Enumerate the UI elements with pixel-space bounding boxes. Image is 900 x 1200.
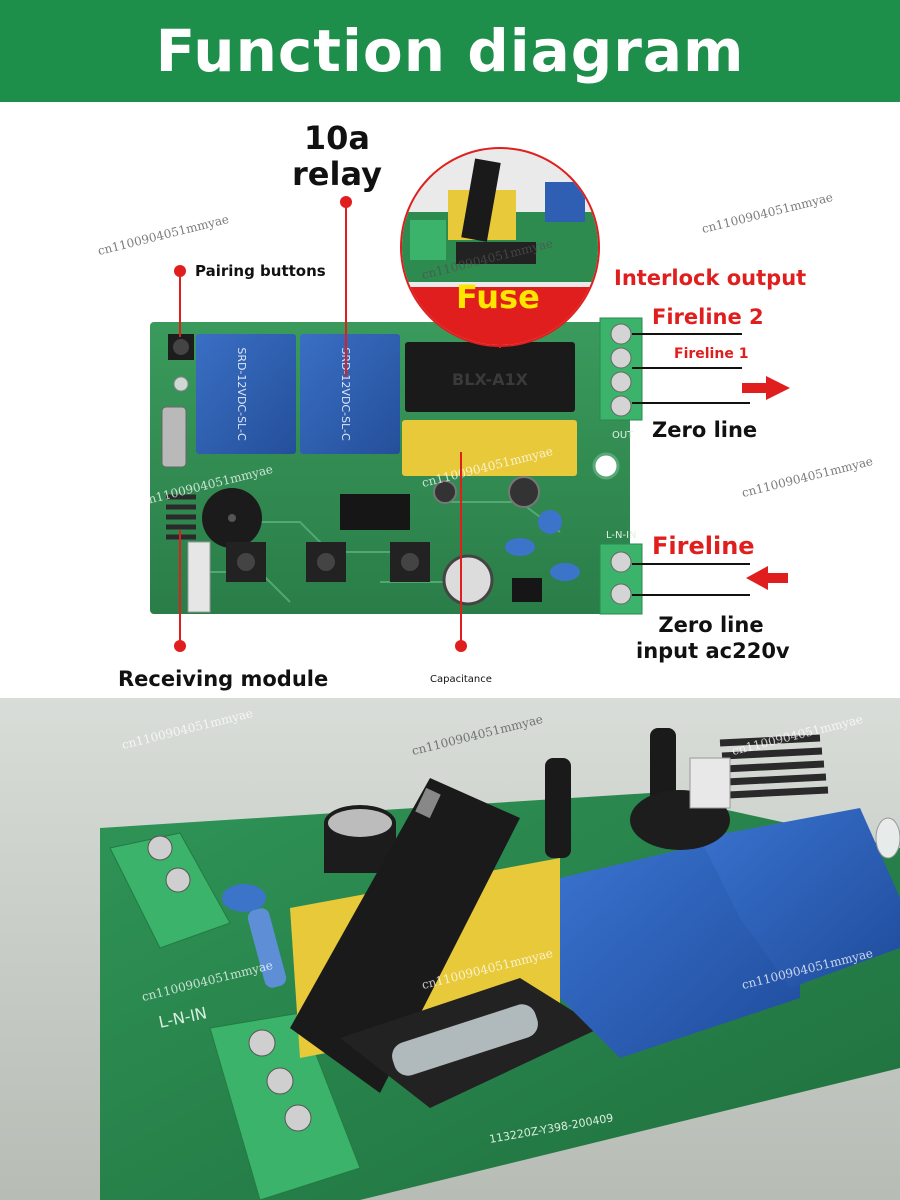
function-diagram: SRD-12VDC-SL-C SRD-12VDC-SL-C BLX-A1X	[0, 102, 900, 698]
receiving-module-label: Receiving module	[118, 667, 329, 691]
relay-1: SRD-12VDC-SL-C	[196, 334, 296, 454]
receiving-leader-line	[179, 530, 181, 642]
fireline-2-line	[632, 333, 742, 335]
out-marking: OUT	[612, 430, 634, 441]
relay-leader-line	[345, 202, 347, 377]
page-title: Function diagram	[155, 17, 745, 85]
relay-label-line-2: relay	[292, 155, 382, 193]
connector	[187, 541, 211, 613]
board-illustration: SRD-12VDC-SL-C SRD-12VDC-SL-C BLX-A1X	[150, 147, 790, 615]
input-terminal-block	[599, 543, 643, 615]
fuse-holder-lid	[290, 778, 520, 1093]
zero-line-output-line	[632, 402, 750, 404]
fireline-1-label: Fireline 1	[674, 346, 749, 362]
svg-text:SRD-12VDC-SL-C: SRD-12VDC-SL-C	[235, 347, 248, 441]
capacitance-leader-line	[460, 452, 462, 642]
svg-text:BLX-A1X: BLX-A1X	[452, 370, 529, 389]
capacitance-label: Capacitance	[430, 674, 492, 685]
title-banner: Function diagram	[0, 0, 900, 102]
electrolytic-capacitor	[442, 554, 494, 606]
fuse-label: Fuse	[456, 278, 540, 316]
pairing-button	[168, 334, 194, 360]
fireline-input-label: Fireline	[652, 532, 755, 560]
interlock-output-label: Interlock output	[614, 266, 807, 290]
tact-buttons	[226, 542, 430, 582]
zero-line-input-line-1: Zero line	[658, 613, 764, 637]
led	[173, 376, 189, 392]
fuse-leader-line	[499, 314, 501, 348]
product-photo: L-N-IN 113220Z-Y398-200409 cn1100904051m…	[0, 698, 900, 1200]
relay-photo-2	[700, 808, 900, 988]
fireline-2-label: Fireline 2	[652, 305, 764, 329]
fireline-1-line	[632, 367, 742, 369]
crystal	[161, 406, 187, 468]
antenna-coil	[166, 494, 196, 540]
pairing-buttons-label: Pairing buttons	[195, 262, 326, 280]
ic-chip	[340, 494, 410, 530]
fireline-input-line	[632, 563, 750, 565]
in-marking: L-N-IN	[606, 530, 637, 541]
relay-label: 10a relay	[292, 120, 382, 192]
input-arrow	[746, 566, 788, 590]
zero-line-input-label: Zero line input ac220v	[636, 612, 790, 664]
zero-line-label: Zero line	[652, 418, 758, 442]
pairing-leader-line	[179, 271, 181, 337]
product-photo-illustration: L-N-IN 113220Z-Y398-200409	[100, 728, 900, 1200]
x2-capacitor	[402, 420, 577, 476]
relay-2: SRD-12VDC-SL-C	[300, 334, 400, 454]
zero-line-input-line	[632, 594, 750, 596]
svg-text:SRD-12VDC-SL-C: SRD-12VDC-SL-C	[339, 347, 352, 441]
zero-line-input-line-2: input ac220v	[636, 639, 790, 663]
relay-label-line-1: 10a	[303, 119, 371, 157]
receiving-marker-dot	[174, 640, 186, 652]
output-arrow	[742, 376, 790, 400]
glass-fuse	[392, 1004, 538, 1076]
fuse-holder: BLX-A1X	[405, 342, 575, 412]
capacitance-marker-dot	[455, 640, 467, 652]
